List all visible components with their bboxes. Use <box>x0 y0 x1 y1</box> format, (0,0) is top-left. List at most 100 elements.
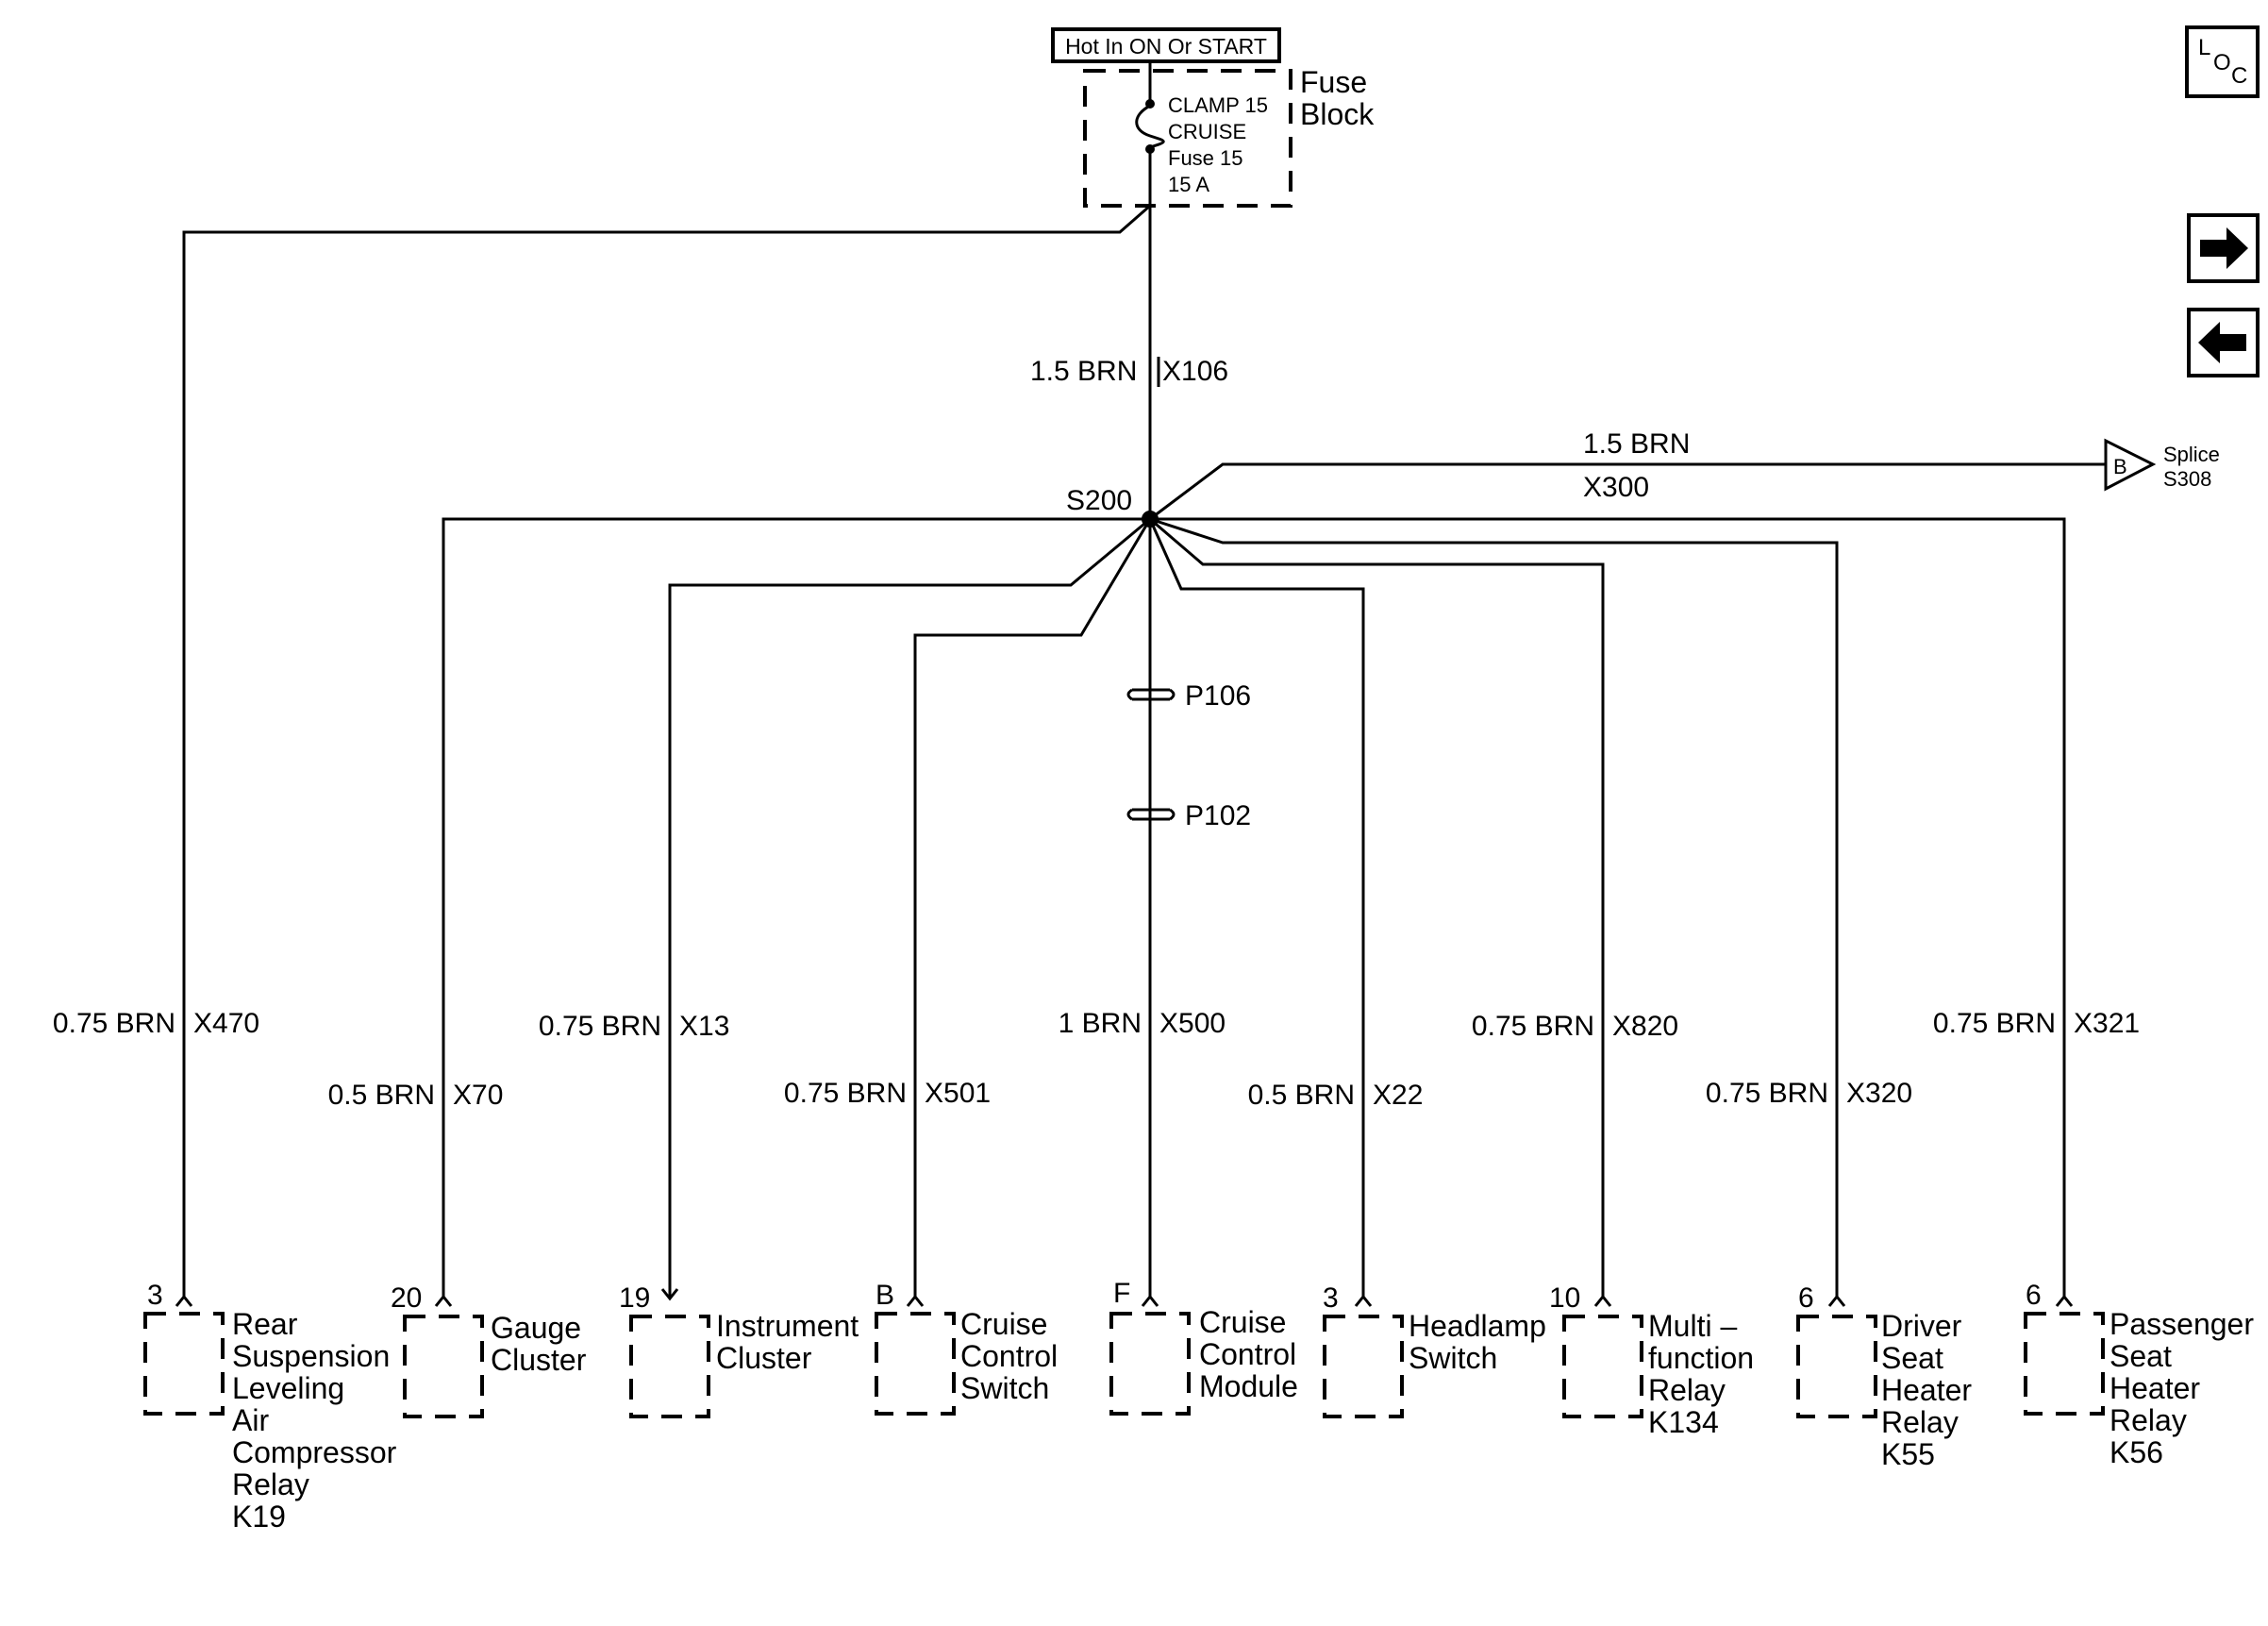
hot-in-label: Hot In ON Or START <box>1065 34 1267 59</box>
inline-connector-p102-icon <box>1126 808 1176 821</box>
pin-number: 6 <box>1798 1282 1814 1314</box>
wire-label-x500: 1 BRN X500 <box>1059 1008 1226 1039</box>
wire-size: 0.5 BRN <box>328 1080 435 1111</box>
pin-number: 19 <box>619 1282 650 1314</box>
wire-size: 0.75 BRN <box>539 1011 661 1042</box>
component-name: Gauge Cluster <box>491 1311 590 1377</box>
female-terminal-icon <box>434 1294 453 1307</box>
load-instrument-cluster: 19 Instrument Cluster <box>619 1282 867 1418</box>
female-terminal-icon <box>906 1294 925 1307</box>
wire-label-x22: 0.5 BRN X22 <box>1248 1080 1424 1111</box>
wire-x70 <box>442 517 1150 1297</box>
feed-wire-size: 1.5 BRN <box>1030 356 1137 387</box>
arrow-right-glyph <box>2200 227 2248 269</box>
wire-x501 <box>913 518 1152 1297</box>
load-passenger-seat-heater-relay: 6 Passenger Seat Heater Relay K56 <box>2024 1280 2262 1469</box>
wire-x13 <box>668 517 1151 1297</box>
wire-label-x13: 0.75 BRN X13 <box>539 1011 729 1042</box>
pin-number: 3 <box>147 1280 163 1311</box>
wire-x300-size: 1.5 BRN <box>1583 428 1690 460</box>
wire-label-x470: 0.75 BRN X470 <box>53 1008 259 1039</box>
component-name: Headlamp Switch <box>1409 1309 1555 1375</box>
component-outline <box>1562 1315 1643 1418</box>
wire-circuit: X470 <box>193 1008 259 1039</box>
splice-s200-label: S200 <box>1066 485 1132 516</box>
wire-size: 0.75 BRN <box>1933 1008 2056 1039</box>
wire-x820 <box>1149 517 1605 1297</box>
inline-connector-p106-label: P106 <box>1185 680 1251 712</box>
component-name: Cruise Control Switch <box>960 1307 1066 1405</box>
component-name: Multi – function Relay K134 <box>1648 1309 1762 1439</box>
female-terminal-icon <box>1141 1294 1159 1307</box>
component-name: Passenger Seat Heater Relay K56 <box>2110 1307 2262 1469</box>
feed-wire-circuit: X106 <box>1162 356 1228 387</box>
wire-x300 <box>1149 462 2106 521</box>
component-name: Instrument Cluster <box>716 1309 867 1375</box>
wire-label-x501: 0.75 BRN X501 <box>784 1078 991 1109</box>
inline-connector-p102-label: P102 <box>1185 800 1251 831</box>
wire-label-x70: 0.5 BRN X70 <box>328 1080 504 1111</box>
wire-size: 0.75 BRN <box>53 1008 175 1039</box>
wire-circuit: X320 <box>1846 1078 1912 1109</box>
wire-x470-upper <box>182 204 1151 1297</box>
pin-number: 10 <box>1549 1282 1580 1314</box>
load-rear-suspension-relay: 3 Rear Suspension Leveling Air Compresso… <box>143 1280 405 1534</box>
component-name: Driver Seat Heater Relay K55 <box>1881 1309 1980 1471</box>
component-outline <box>629 1315 710 1418</box>
wire-circuit: X70 <box>453 1080 503 1111</box>
fuse-text-3: Fuse 15 <box>1168 146 1243 170</box>
loc-button[interactable]: L O C <box>2185 25 2260 98</box>
wire-circuit: X501 <box>925 1078 991 1109</box>
component-outline <box>143 1312 225 1416</box>
female-terminal-icon <box>1354 1294 1373 1307</box>
fuse-block-label-1: Fuse <box>1300 65 1367 99</box>
male-terminal-icon <box>660 1288 679 1301</box>
load-cruise-control-switch: B Cruise Control Switch <box>875 1280 1066 1416</box>
wire-x320 <box>1149 517 1839 1297</box>
pin-number: 3 <box>1323 1282 1339 1314</box>
fuse-text-4: 15 A <box>1168 173 1209 196</box>
hot-in-label-box <box>1051 27 1281 63</box>
fuse-text-1: CLAMP 15 <box>1168 93 1268 117</box>
loc-letter-o: O <box>2213 50 2231 75</box>
load-headlamp-switch: 3 Headlamp Switch <box>1323 1282 1555 1418</box>
female-terminal-icon <box>175 1294 193 1307</box>
fuse-block-label-2: Block <box>1300 97 1375 131</box>
fuse-icon <box>1135 61 1165 154</box>
wire-circuit: X820 <box>1612 1011 1678 1042</box>
female-terminal-icon <box>1827 1294 1846 1307</box>
arrow-left-icon[interactable] <box>2187 308 2260 377</box>
load-gauge-cluster: 20 Gauge Cluster <box>391 1282 590 1418</box>
wire-label-x820: 0.75 BRN X820 <box>1472 1011 1678 1042</box>
connector-b-icon <box>2104 438 2157 492</box>
female-terminal-icon <box>2055 1294 2074 1307</box>
pin-number: B <box>876 1280 894 1311</box>
load-cruise-control-module: F Cruise Control Module <box>1109 1278 1305 1416</box>
load-multifunction-relay: 10 Multi – function Relay K134 <box>1549 1282 1762 1439</box>
splice-s308-label-2: S308 <box>2163 467 2211 491</box>
wire-size: 0.75 BRN <box>1472 1011 1594 1042</box>
component-outline <box>1109 1312 1191 1416</box>
wire-circuit: X22 <box>1373 1080 1423 1111</box>
component-name: Cruise Control Module <box>1199 1305 1305 1403</box>
female-terminal-icon <box>1593 1294 1612 1307</box>
wire-size: 0.5 BRN <box>1248 1080 1355 1111</box>
wire-x300-circuit: X300 <box>1583 472 1649 503</box>
wire-label-x320: 0.75 BRN X320 <box>1706 1078 1912 1109</box>
arrow-right-icon[interactable] <box>2187 213 2260 283</box>
splice-s308-label-1: Splice <box>2163 443 2220 466</box>
component-name: Rear Suspension Leveling Air Compressor … <box>232 1307 405 1534</box>
inline-connector-p106-icon <box>1126 688 1176 701</box>
fuse-block-outline <box>1083 69 1292 208</box>
wire-size: 0.75 BRN <box>1706 1078 1828 1109</box>
wire-x321 <box>1150 517 2066 1297</box>
loc-button-frame <box>2185 25 2260 98</box>
component-outline <box>1323 1315 1404 1418</box>
wire-circuit: X500 <box>1159 1008 1226 1039</box>
wire-circuit: X321 <box>2074 1008 2140 1039</box>
fuse-text-2: CRUISE <box>1168 120 1246 143</box>
loc-letter-l: L <box>2198 35 2210 60</box>
loc-letter-c: C <box>2231 63 2247 89</box>
